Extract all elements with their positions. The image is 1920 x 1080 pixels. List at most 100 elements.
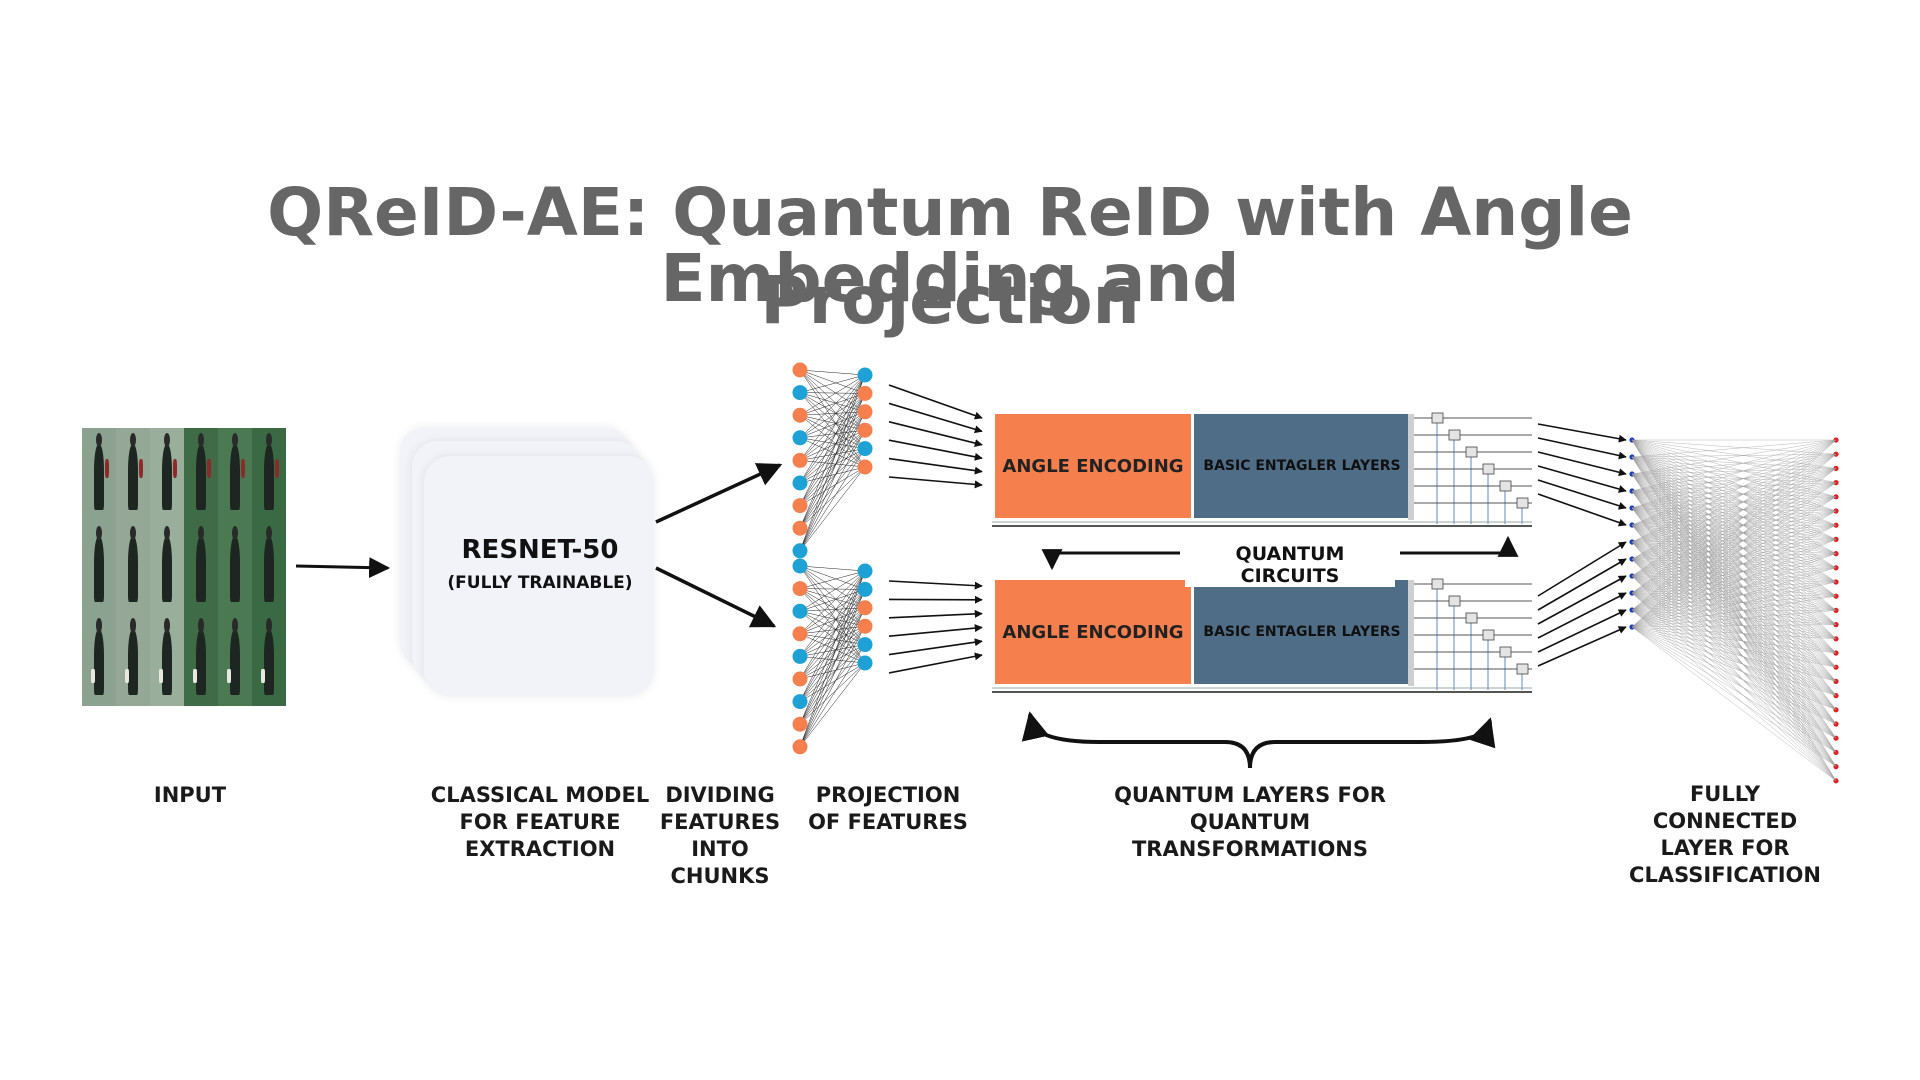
- fc-connection: [1631, 609, 1837, 753]
- fc-connection: [1631, 454, 1837, 577]
- fc-connection: [1631, 524, 1837, 668]
- arrow-icon: [1537, 575, 1627, 625]
- fc-connection: [1631, 473, 1837, 483]
- fc-connection: [1631, 626, 1837, 781]
- fc-connection: [1631, 592, 1837, 739]
- arrow-icon: [888, 384, 983, 420]
- projection-output-node: [857, 581, 873, 597]
- projection-input-node: [792, 716, 808, 732]
- projection-connection: [799, 610, 866, 627]
- projection-connection: [799, 570, 866, 589]
- fc-connection: [1631, 541, 1837, 682]
- fc-connection: [1631, 507, 1837, 583]
- arrow-icon: [1537, 437, 1627, 460]
- projection-output-node: [857, 404, 873, 420]
- fc-connection: [1631, 473, 1837, 526]
- fc-connection: [1631, 524, 1837, 554]
- fc-connection: [1631, 507, 1837, 611]
- entangler-box-top: BASIC ENTAGLER LAYERS: [1194, 414, 1410, 518]
- fc-connection: [1631, 539, 1837, 628]
- fc-connection: [1631, 525, 1837, 560]
- pedestrian-head: [129, 618, 137, 633]
- label-quantum-line-1: QUANTUM LAYERS FOR QUANTUM: [1114, 783, 1386, 834]
- projection-connection: [799, 430, 866, 506]
- arrow-icon: [1537, 493, 1627, 527]
- fc-connection: [1631, 439, 1837, 497]
- backpack: [274, 458, 279, 479]
- fc-connection: [1631, 507, 1837, 597]
- fc-input-node: [1629, 590, 1635, 596]
- fc-connection: [1631, 439, 1837, 696]
- pedestrian-head: [231, 433, 239, 448]
- pedestrian-head: [129, 433, 137, 448]
- fc-connection: [1631, 609, 1837, 739]
- projection-connection: [799, 437, 866, 449]
- fc-connection: [1631, 609, 1837, 725]
- projection-connection: [799, 448, 866, 529]
- fc-connection: [1631, 626, 1837, 725]
- fc-connection: [1631, 454, 1837, 526]
- fc-connection: [1631, 507, 1837, 654]
- fc-connection: [1631, 496, 1837, 611]
- projection-connection: [799, 626, 866, 747]
- fc-connection: [1631, 456, 1837, 682]
- projection-input-node: [792, 671, 808, 687]
- fc-connection: [1631, 524, 1837, 639]
- label-fc-line-2: CONNECTED: [1652, 809, 1798, 833]
- projection-input-node: [792, 626, 808, 642]
- label-quantum-layers: QUANTUM LAYERS FOR QUANTUM TRANSFORMATIO…: [1060, 782, 1440, 863]
- projection-connection: [799, 589, 866, 702]
- fc-connection: [1631, 439, 1837, 639]
- fc-connection: [1631, 482, 1837, 594]
- carried-bag: [260, 668, 265, 684]
- input-frame: [150, 428, 184, 521]
- projection-connection: [799, 588, 866, 590]
- projection-connection: [799, 625, 866, 635]
- projection-connection: [799, 393, 866, 529]
- projection-connection: [799, 466, 866, 551]
- fc-output-node: [1833, 522, 1839, 528]
- fc-connection: [1631, 473, 1837, 682]
- fc-connection: [1631, 558, 1837, 568]
- fc-connection: [1631, 525, 1837, 577]
- fc-connection: [1631, 473, 1837, 781]
- fc-connection: [1631, 539, 1837, 594]
- resnet-note: (FULLY TRAINABLE): [447, 573, 633, 593]
- entangler-box-bottom: BASIC ENTAGLER LAYERS: [1194, 580, 1410, 684]
- fc-connection: [1631, 624, 1837, 628]
- fc-connection: [1631, 592, 1837, 682]
- fc-connection: [1631, 525, 1837, 628]
- projection-connection: [799, 411, 866, 506]
- fc-connection: [1631, 558, 1837, 639]
- fc-connection: [1631, 439, 1837, 526]
- fc-connection: [1631, 456, 1837, 725]
- fc-connection: [1631, 507, 1837, 753]
- projection-connection: [799, 414, 866, 431]
- fc-connection: [1631, 473, 1837, 668]
- fc-connection: [1631, 524, 1837, 753]
- input-frame: [218, 428, 252, 521]
- projection-connection: [799, 448, 866, 461]
- label-projection-line-1: PROJECTION: [815, 783, 961, 807]
- projection-connection: [799, 644, 866, 725]
- measurement-gauge-icon: [1465, 446, 1478, 458]
- fc-connection: [1631, 524, 1837, 739]
- arrow-icon: [1537, 423, 1627, 443]
- fc-connection: [1631, 626, 1837, 753]
- projection-input-node: [792, 407, 808, 423]
- fc-connection: [1631, 507, 1837, 639]
- fc-connection: [1631, 439, 1837, 597]
- fc-connection: [1631, 456, 1837, 696]
- fc-connection: [1631, 592, 1837, 611]
- input-image-grid: [82, 428, 286, 706]
- pedestrian-head: [163, 525, 171, 540]
- fc-connection: [1631, 609, 1837, 654]
- fc-connection: [1631, 575, 1837, 753]
- input-frame: [218, 520, 252, 614]
- pedestrian-figure: [195, 433, 211, 510]
- projection-connection: [799, 607, 866, 725]
- fc-connection: [1631, 626, 1837, 654]
- fc-connection: [1631, 510, 1837, 526]
- label-dividing: DIVIDING FEATURES INTO CHUNKS: [640, 782, 800, 890]
- fc-connection: [1631, 592, 1837, 639]
